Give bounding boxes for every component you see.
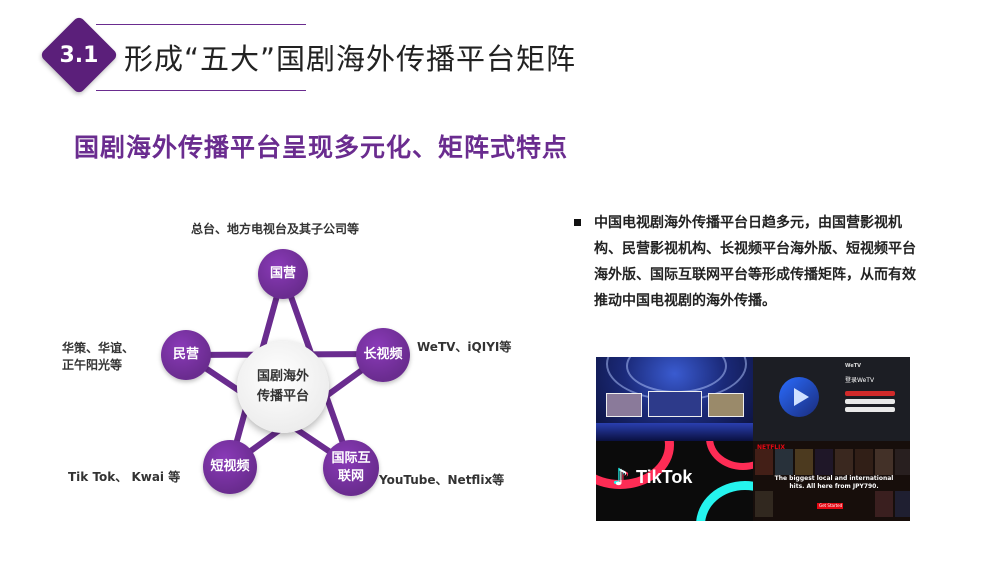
node-private: 民营: [161, 330, 211, 380]
wetv-play-icon: [779, 377, 819, 417]
tiktok-deco-arc: [696, 481, 753, 521]
netflix-tagline: The biggest local and international hits…: [774, 475, 894, 490]
tv-stage-image: [596, 357, 753, 441]
stage-screen: [708, 393, 744, 417]
poster-tile: [855, 449, 873, 475]
node-long-video: 长视频: [356, 328, 410, 382]
netflix-image: NETFLIX The biggest local and internatio…: [753, 441, 910, 521]
netflix-get-started-button: Get Started: [817, 503, 843, 509]
caption-top: 总台、地方电视台及其子公司等: [191, 222, 360, 236]
poster-tile: [875, 449, 893, 475]
poster-tile: [775, 449, 793, 475]
wetv-login-button: [845, 407, 895, 412]
wetv-brand: WeTV: [845, 363, 862, 369]
caption-left-line-1: 华策、华谊、: [62, 341, 135, 355]
platform-screenshots: WeTV 登录WeTV ♪ TikTok NETFLIX The biggest…: [596, 357, 910, 521]
tiktok-logo-icon: ♪: [614, 466, 629, 491]
caption-bottom-right: YouTube、Netflix等: [379, 473, 505, 487]
caption-right: WeTV、iQIYI等: [417, 340, 512, 354]
node-long-video-label: 长视频: [363, 347, 403, 362]
tiktok-brand: TikTok: [636, 467, 693, 487]
tiktok-image: ♪ TikTok: [596, 441, 753, 521]
stage-screen: [648, 391, 702, 417]
center-node: 国剧海外 传播平台: [237, 341, 329, 433]
tiktok-deco-arc: [706, 441, 753, 470]
netflix-button-label: Get Started: [819, 503, 843, 508]
node-private-label: 民营: [172, 347, 199, 362]
page-title: 形成“五大”国剧海外传播平台矩阵: [124, 42, 577, 76]
poster-tile: [815, 449, 833, 475]
caption-bottom-left: Tik Tok、 Kwai 等: [68, 470, 181, 484]
center-node-line-1: 国剧海外: [256, 369, 309, 384]
caption-left: 华策、华谊、 正午阳光等: [62, 340, 134, 374]
poster-tile: [835, 449, 853, 475]
bullet-square: [574, 219, 581, 226]
caption-left-line-2: 正午阳光等: [62, 358, 123, 372]
poster-tile: [755, 449, 773, 475]
wetv-heading: 登录WeTV: [845, 377, 875, 384]
netflix-brand: NETFLIX: [757, 444, 785, 451]
poster-tile: [755, 491, 773, 517]
node-short-video-label: 短视频: [210, 459, 250, 474]
wetv-login-button: [845, 391, 895, 396]
page-subtitle: 国剧海外传播平台呈现多元化、矩阵式特点: [74, 133, 569, 162]
node-internet: 国际互 联网: [323, 440, 379, 496]
stage-floor: [596, 423, 753, 441]
poster-tile: [895, 449, 910, 475]
poster-tile: [875, 491, 893, 517]
node-state-owned: 国营: [258, 249, 308, 299]
header-top-rule: [96, 24, 306, 25]
wetv-login-button: [845, 399, 895, 404]
header-bottom-rule: [96, 90, 306, 91]
node-internet-label-1: 国际互: [331, 451, 371, 466]
stage-screen: [606, 393, 642, 417]
description-text: 中国电视剧海外传播平台日趋多元，由国营影视机构、民营影视机构、长视频平台海外版、…: [594, 215, 916, 309]
poster-tile: [895, 491, 910, 517]
center-node-line-2: 传播平台: [256, 389, 309, 404]
wetv-image: WeTV 登录WeTV: [753, 357, 910, 441]
node-internet-label-2: 联网: [337, 469, 364, 484]
node-state-owned-label: 国营: [269, 266, 296, 281]
node-short-video: 短视频: [203, 440, 257, 494]
section-number: 3.1: [59, 42, 99, 68]
poster-tile: [795, 449, 813, 475]
